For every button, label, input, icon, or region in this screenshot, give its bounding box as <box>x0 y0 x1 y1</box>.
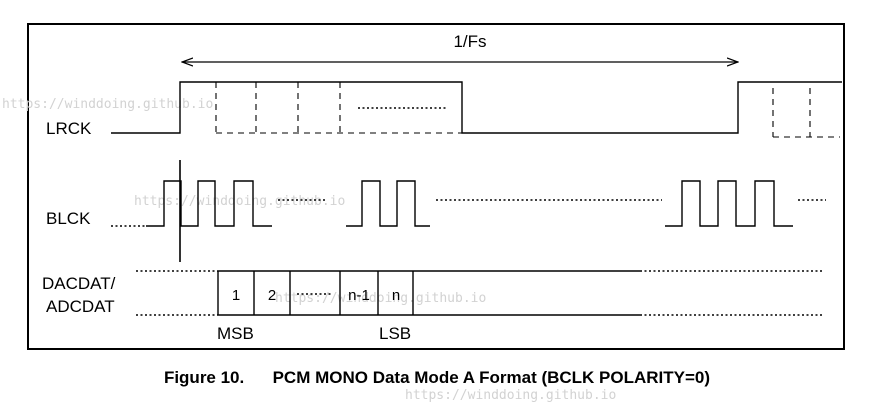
data-bit-1: 1 <box>232 287 240 304</box>
figure-caption: Figure 10. PCM MONO Data Mode A Format (… <box>0 368 874 388</box>
watermark-text: https://winddoing.github.io <box>134 194 345 209</box>
lsb-label: LSB <box>379 324 411 343</box>
signal-label-adcdat: ADCDAT <box>46 297 115 316</box>
period-label: 1/Fs <box>453 32 486 51</box>
data-bit-n-1: n-1 <box>348 287 370 304</box>
signal-label-dacdat: DACDAT/ <box>42 274 116 293</box>
signal-label-blck: BLCK <box>46 209 91 228</box>
blck-waveform <box>111 160 826 262</box>
figure-number: Figure 10. <box>163 368 245 387</box>
watermark-text: https://winddoing.github.io <box>275 291 486 306</box>
data-waveform <box>136 270 822 316</box>
diagram-frame <box>27 23 845 350</box>
figure-title: PCM MONO Data Mode A Format (BCLK POLARI… <box>272 368 711 387</box>
data-bit-n: n <box>392 287 400 304</box>
msb-label: MSB <box>217 324 254 343</box>
data-bit-2: 2 <box>268 287 276 304</box>
signal-label-lrck: LRCK <box>46 119 92 138</box>
watermark-text: https://winddoing.github.io <box>405 388 616 403</box>
lrck-waveform <box>111 81 842 138</box>
watermark-text: https://winddoing.github.io <box>2 97 213 112</box>
